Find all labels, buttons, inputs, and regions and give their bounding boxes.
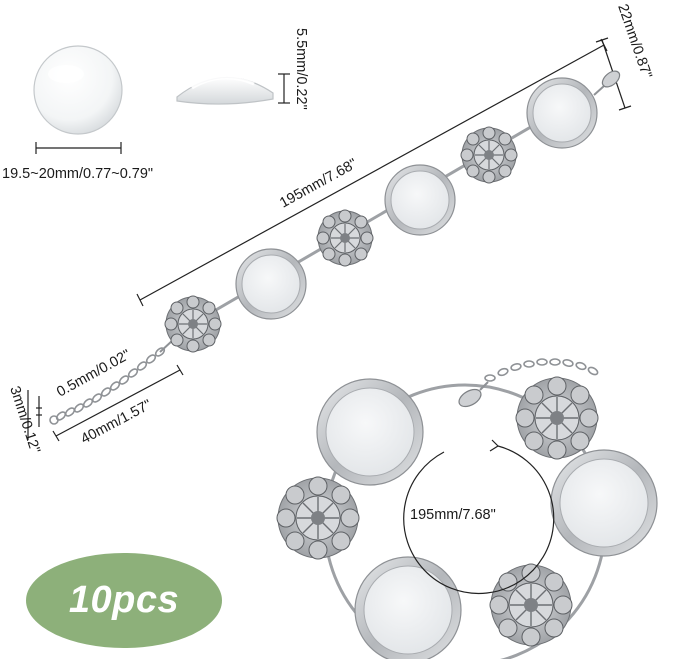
curved-arrow-icon bbox=[403, 439, 555, 595]
flower-connector-icon bbox=[489, 563, 573, 647]
cabochon-thickness-dimension bbox=[278, 73, 290, 104]
flower-connector-icon bbox=[515, 376, 599, 460]
glass-cabochon-icon bbox=[33, 45, 123, 135]
chain-wire-dimension bbox=[36, 396, 42, 427]
chain-width-label: 3mm/0.12" bbox=[6, 384, 43, 455]
flower-connector-icon bbox=[316, 209, 374, 267]
flower-connector-icon bbox=[164, 295, 222, 353]
chain-wire-label: 0.5mm/0.02" bbox=[54, 347, 133, 401]
flower-connector-icon bbox=[276, 476, 360, 560]
extender-chain-icon bbox=[484, 358, 599, 382]
straight-bracelet bbox=[49, 70, 621, 425]
circle-length-label: 195mm/7.68" bbox=[410, 507, 496, 523]
cabochon-thickness-label: 5.5mm/0.22" bbox=[293, 28, 309, 110]
round-tray-icon bbox=[384, 164, 456, 236]
round-tray-icon bbox=[316, 378, 424, 486]
glass-dome-side-icon bbox=[176, 76, 274, 105]
cabochon-width-dimension bbox=[35, 142, 122, 154]
lobster-clasp-icon bbox=[458, 381, 489, 408]
tray-diameter-label: 22mm/0.87" bbox=[614, 2, 654, 81]
chain-length-dimension bbox=[52, 364, 184, 442]
bracelet-length-dimension bbox=[136, 38, 608, 307]
cabochon-diameter-label: 19.5~20mm/0.77~0.79" bbox=[2, 166, 153, 182]
extender-chain-icon bbox=[49, 347, 166, 425]
round-tray-icon bbox=[235, 248, 307, 320]
bracelet-length-label: 195mm/7.68" bbox=[277, 156, 360, 212]
round-tray-icon bbox=[526, 77, 598, 149]
quantity-badge-text: 10pcs bbox=[68, 579, 180, 621]
round-tray-icon bbox=[354, 556, 462, 659]
flower-connector-icon bbox=[460, 126, 518, 184]
round-tray-icon bbox=[550, 449, 658, 557]
quantity-badge: 10pcs bbox=[26, 553, 222, 648]
lobster-clasp-icon bbox=[593, 70, 621, 96]
closed-bracelet bbox=[276, 358, 658, 659]
